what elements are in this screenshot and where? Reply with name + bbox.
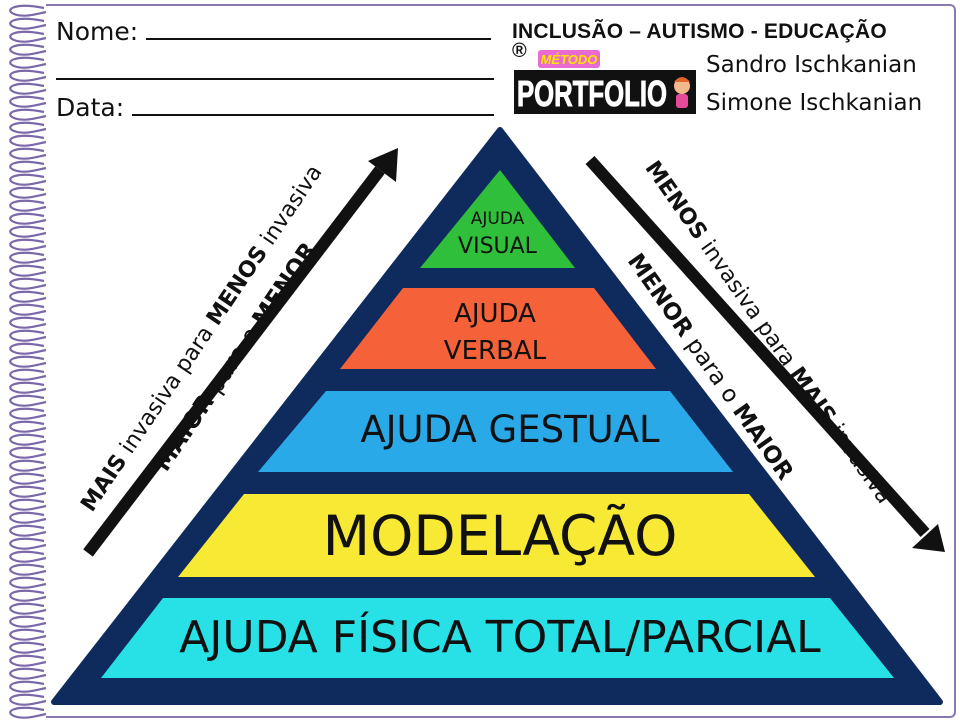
spiral-coil (9, 225, 47, 238)
spiral-coil (9, 173, 47, 186)
right-arrow-down (585, 155, 945, 552)
spiral-coil (9, 121, 47, 134)
spiral-coil (9, 69, 47, 82)
spiral-coil (9, 511, 47, 524)
spiral-coil (9, 82, 47, 95)
spiral-coil (9, 524, 47, 537)
spiral-coil (9, 550, 47, 563)
name-blank-second (56, 56, 494, 80)
spiral-coil (9, 563, 47, 576)
spiral-coil (9, 433, 47, 446)
layer-modelacao (178, 494, 815, 577)
layer-verbal-line2: VERBAL (443, 336, 547, 366)
spiral-coil (9, 95, 47, 108)
author-simone: Simone Ischkanian (706, 90, 923, 116)
spiral-coil (9, 654, 47, 667)
spiral-coil (9, 459, 47, 472)
spiral-coil (9, 394, 47, 407)
layer-verbal-line1: AJUDA (454, 299, 536, 329)
spiral-coil (9, 576, 47, 589)
spiral-coil (9, 667, 47, 680)
spiral-coil (9, 17, 47, 30)
layer-verbal-label: AJUDA VERBAL (400, 296, 590, 370)
layer-fisica-label: AJUDA FÍSICA TOTAL/PARCIAL (179, 612, 821, 663)
spiral-coil (9, 446, 47, 459)
spiral-coil (9, 277, 47, 290)
spiral-coil (9, 355, 47, 368)
spiral-coil (9, 147, 47, 160)
spiral-coil (9, 615, 47, 628)
spiral-coil (9, 264, 47, 277)
spiral-coil (9, 160, 47, 173)
spiral-coil (9, 4, 47, 17)
layer-visual-line2: VISUAL (458, 234, 537, 259)
layer-fisica (101, 598, 894, 678)
registered-mark: ® (512, 40, 527, 62)
page-border (46, 4, 956, 718)
spiral-coil (9, 420, 47, 433)
layer-visual-label: AJUDA VISUAL (420, 206, 575, 260)
layer-gestual (258, 391, 733, 472)
spiral-coil (9, 30, 47, 43)
spiral-coil (9, 316, 47, 329)
spiral-coil (9, 212, 47, 225)
spiral-coil (9, 498, 47, 511)
author-sandro: Sandro Ischkanian (706, 52, 917, 78)
mascot-icon (674, 77, 690, 108)
name-field-second-line (56, 56, 494, 86)
date-field: Data: (56, 92, 495, 122)
name-blank (146, 16, 492, 40)
spiral-coil (9, 342, 47, 355)
spiral-coil (9, 589, 47, 602)
logo-main-text: PORTFOLIO (517, 73, 667, 114)
name-label: Nome: (56, 17, 139, 46)
spiral-coil (9, 251, 47, 264)
layer-verbal (340, 288, 656, 369)
spiral-coil (9, 693, 47, 706)
spiral-coil (9, 329, 47, 342)
spiral-coil (9, 43, 47, 56)
spiral-coil (9, 485, 47, 498)
spiral-coil (9, 186, 47, 199)
spiral-coil (9, 199, 47, 212)
spiral-coil (9, 238, 47, 251)
spiral-coil (9, 680, 47, 693)
spiral-coil (9, 537, 47, 550)
spiral-coil (9, 303, 47, 316)
name-field: Nome: (56, 16, 492, 46)
spiral-coil (9, 368, 47, 381)
left-arrow-up (83, 148, 398, 557)
layer-visual (420, 170, 575, 268)
spiral-coil (9, 602, 47, 615)
spiral-coil (9, 290, 47, 303)
spiral-coil (9, 641, 47, 654)
layer-modelacao-label: MODELAÇÃO (322, 504, 678, 568)
spiral-coil (9, 108, 47, 121)
spiral-coil (9, 628, 47, 641)
layer-gestual-label: AJUDA GESTUAL (360, 408, 660, 451)
header-title: INCLUSÃO – AUTISMO - EDUCAÇÃO (512, 20, 887, 43)
date-label: Data: (56, 93, 125, 122)
spiral-coil (9, 381, 47, 394)
spiral-coil (9, 56, 47, 69)
layer-visual-line1: AJUDA (470, 209, 525, 229)
logo-small-text: MÉTODO (541, 52, 598, 67)
spiral-coil (9, 134, 47, 147)
spiral-coil (9, 407, 47, 420)
portfolio-logo: MÉTODO PORTFOLIO (514, 50, 696, 115)
spiral-binding (9, 4, 47, 719)
spiral-coil (9, 706, 47, 719)
spiral-coil (9, 472, 47, 485)
date-blank (132, 92, 495, 116)
